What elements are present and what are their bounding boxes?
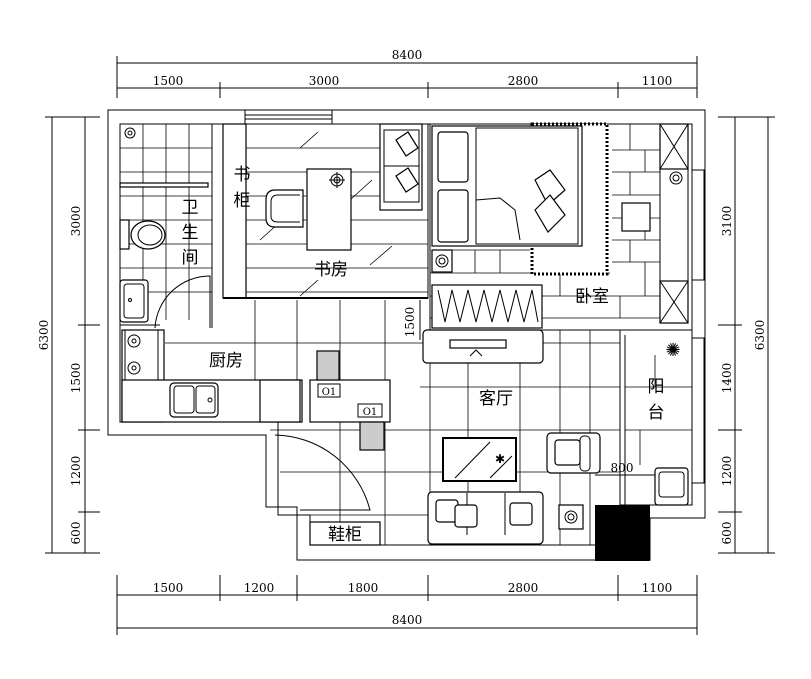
dim-left-3: 1200 xyxy=(69,456,83,487)
dim-bottom-total: 8400 xyxy=(392,613,423,627)
floor-drain-icon xyxy=(124,127,136,139)
dim-right-2: 1400 xyxy=(720,363,734,394)
wardrobe xyxy=(431,284,543,329)
dim-bottom-2: 1200 xyxy=(244,581,275,595)
appliance-label-2: O1 xyxy=(363,407,378,418)
refrigerator xyxy=(259,379,301,423)
study: 书 柜 书房 xyxy=(222,123,429,299)
dim-right-4: 600 xyxy=(720,522,734,545)
dimension-top: 8400 1500 3000 2800 1100 xyxy=(116,48,698,98)
dim-top-3: 2800 xyxy=(508,74,539,88)
lamp-icon xyxy=(329,172,345,188)
plant-icon: ✱ xyxy=(495,452,505,466)
dimension-right: 3100 1400 1200 600 6300 xyxy=(718,116,775,554)
bedroom-label: 卧室 xyxy=(575,287,609,307)
study-window xyxy=(244,109,333,125)
tv xyxy=(449,339,507,349)
dim-right-total: 6300 xyxy=(753,320,767,351)
bedroom-window xyxy=(691,169,705,281)
appliance-label-1: O1 xyxy=(322,387,337,398)
bedroom-cabinet xyxy=(659,123,689,324)
dimension-left: 6300 3000 1500 1200 600 xyxy=(37,116,100,554)
dim-left-total: 6300 xyxy=(37,320,51,351)
dim-inner-1500: 1500 xyxy=(403,307,417,338)
dim-left-1: 3000 xyxy=(69,206,83,237)
bathroom-label-1: 卫 xyxy=(182,198,199,218)
shoe-cabinet-label: 鞋柜 xyxy=(328,525,362,545)
dim-bottom-3: 1800 xyxy=(348,581,379,595)
bedroom: 卧室 xyxy=(429,122,705,331)
balcony-label-1: 阳 xyxy=(648,377,665,397)
balcony-window xyxy=(691,337,705,484)
dim-right-3: 1200 xyxy=(720,456,734,487)
living-room-label: 客厅 xyxy=(479,389,513,409)
kitchen: 厨房 xyxy=(121,329,303,423)
washbasin-icon xyxy=(119,279,149,323)
study-label: 书房 xyxy=(314,260,348,280)
column xyxy=(595,505,650,561)
dimension-bottom: 1500 1200 1800 2800 1100 8400 xyxy=(116,575,698,635)
bedroom-stool xyxy=(621,202,651,232)
balcony-label-2: 台 xyxy=(648,403,665,423)
shoe-cabinet xyxy=(309,521,381,546)
dim-left-4: 600 xyxy=(69,522,83,545)
balcony: ✺ 阳 台 xyxy=(619,329,705,506)
living-room: ✱ 客厅 800 xyxy=(422,329,660,561)
washing-machine xyxy=(654,467,689,506)
coffee-table: ✱ xyxy=(442,437,517,482)
bathroom-label-2: 生 xyxy=(182,223,199,243)
bathroom-door[interactable] xyxy=(154,275,211,329)
dim-800: 800 xyxy=(611,461,634,475)
floor-lamp-icon xyxy=(558,504,584,530)
balcony-plant-icon: ✺ xyxy=(665,340,680,361)
dim-bottom-1: 1500 xyxy=(153,581,184,595)
sink-icon xyxy=(169,382,219,418)
bathroom-label-3: 间 xyxy=(182,248,199,268)
dim-top-total: 8400 xyxy=(392,48,423,62)
outer-wall xyxy=(107,109,706,561)
bookcase-label-1: 书 xyxy=(234,165,251,185)
dim-top-1: 1500 xyxy=(153,74,184,88)
study-desk xyxy=(306,168,352,251)
sofa xyxy=(427,491,544,545)
toilet-icon xyxy=(119,219,166,250)
dim-top-4: 1100 xyxy=(642,74,673,88)
shower-screen xyxy=(119,182,209,188)
entrance-door[interactable] xyxy=(274,434,371,511)
bed xyxy=(431,122,609,276)
entrance: 鞋柜 xyxy=(274,434,381,546)
bookcase xyxy=(222,123,247,299)
study-chair xyxy=(265,189,304,228)
kitchen-label: 厨房 xyxy=(209,351,243,371)
dim-right-1: 3100 xyxy=(720,206,734,237)
dining-table: O1 O1 xyxy=(309,350,391,451)
bookcase-label-2: 柜 xyxy=(234,191,251,211)
dim-top-2: 3000 xyxy=(309,74,340,88)
dim-bottom-4: 2800 xyxy=(508,581,539,595)
armchair xyxy=(546,432,601,474)
bathroom: 卫 生 间 xyxy=(119,124,213,329)
bedside-lamp-icon xyxy=(431,249,453,273)
dim-bottom-5: 1100 xyxy=(642,581,673,595)
dim-left-2: 1500 xyxy=(69,363,83,394)
study-sofa xyxy=(379,123,423,211)
